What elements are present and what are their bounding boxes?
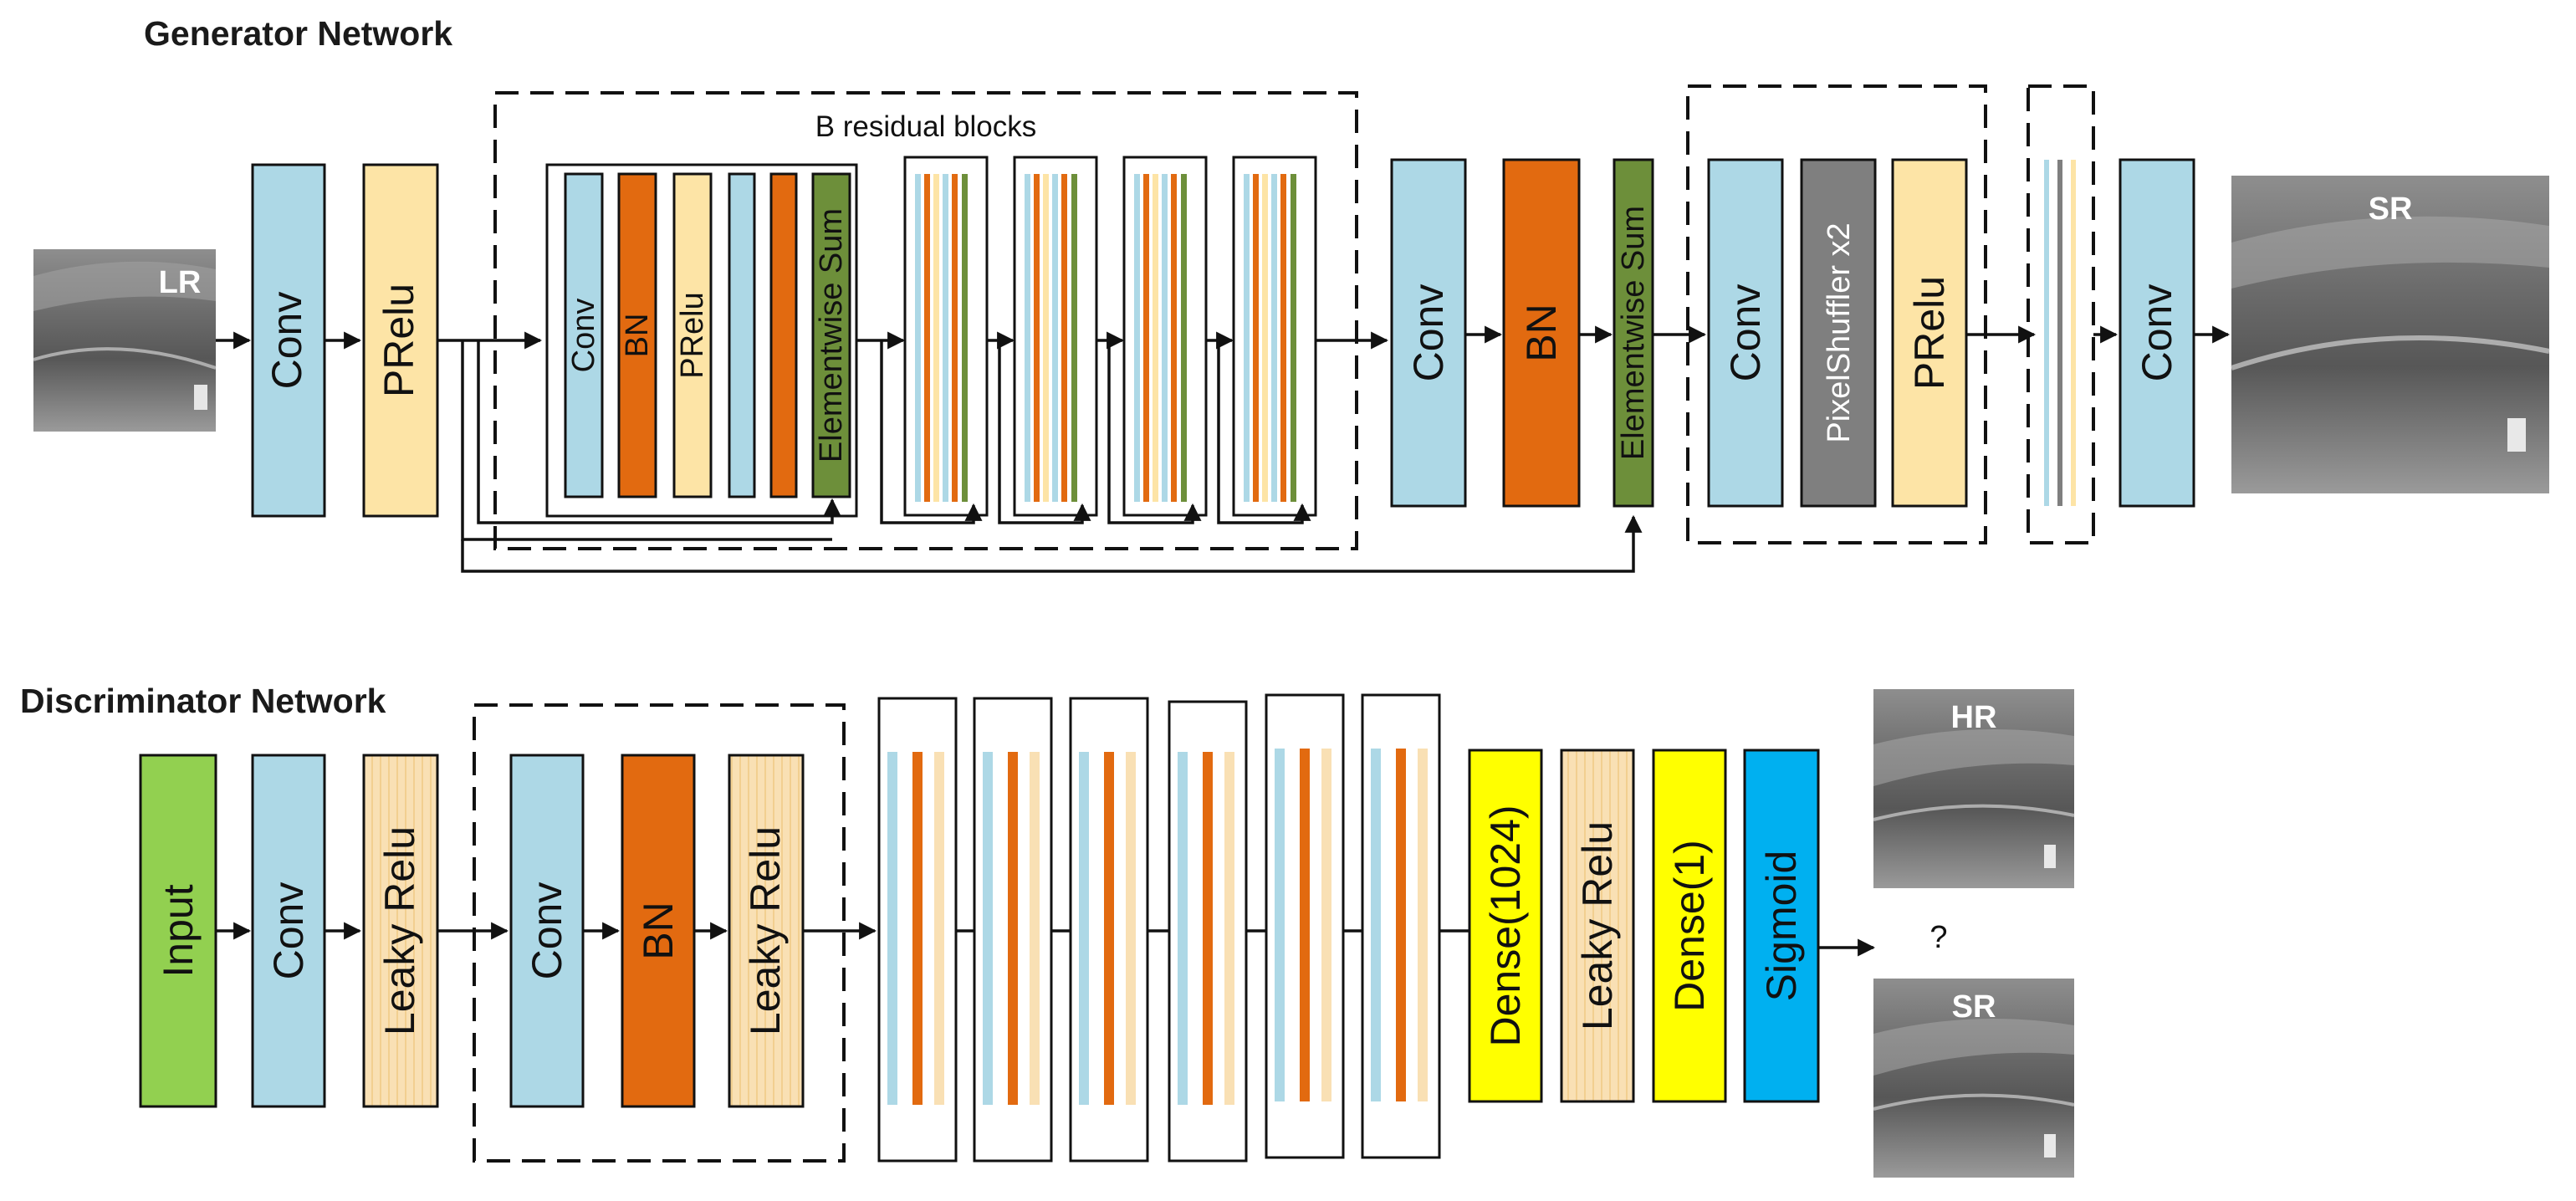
sr-label: SR (2369, 192, 2413, 227)
residual-block-5 (1232, 156, 1317, 517)
disc-compact-block-4 (1168, 700, 1248, 1163)
res-conv-label: Conv (566, 299, 601, 373)
gen-elementwise-sum-label: Elementwise Sum (1616, 206, 1651, 460)
residual-block-4 (1122, 156, 1208, 517)
disc-leaky-relu-1-label: Leaky Relu (376, 826, 423, 1035)
disc-dense-1024 (1468, 749, 1543, 1103)
gen-conv-2-label: Conv (1405, 284, 1452, 382)
disc-compact-block-3 (1069, 697, 1149, 1163)
disc-input-label: Input (155, 884, 202, 977)
disc-blk-conv-label: Conv (524, 882, 570, 980)
gen-conv-2 (1390, 158, 1467, 508)
up-prelu (1891, 158, 1968, 508)
disc-blk-bn-label: BN (635, 902, 682, 959)
question-mark: ? (1929, 920, 1947, 955)
disc-block-group (473, 703, 846, 1163)
pixel-shuffler-label: PixelShuffler x2 (1822, 222, 1857, 442)
lr-label: LR (159, 265, 202, 300)
disc-blk-bn (621, 754, 696, 1108)
generator-title: Generator Network (144, 14, 452, 53)
disc-blk-leaky-relu-label: Leaky Relu (742, 826, 789, 1035)
disc-compact-block-2 (973, 697, 1053, 1163)
hr-label: HR (1951, 700, 1997, 735)
disc-conv (251, 754, 326, 1108)
res-elementwise-sum (811, 172, 851, 498)
res-bn (617, 172, 657, 498)
disc-leaky-relu-2 (1560, 749, 1635, 1103)
disc-compact-block-6 (1361, 693, 1441, 1159)
up-prelu-label: PRelu (1906, 276, 1953, 390)
up-conv (1707, 158, 1784, 508)
disc-compact-block-5 (1265, 693, 1345, 1159)
hr-image: HR (1873, 689, 2075, 888)
upsample-compact-bars (2044, 160, 2076, 506)
disc-dense-1-label: Dense(1) (1666, 840, 1713, 1012)
residual-block-3 (1013, 156, 1098, 517)
residual-block-2 (903, 156, 989, 517)
gen-final-conv-label: Conv (2134, 284, 2180, 382)
disc-conv-label: Conv (265, 882, 312, 980)
res-elementwise-sum-label: Elementwise Sum (814, 208, 849, 463)
gen-conv-1 (251, 163, 326, 518)
disc-dense-1 (1652, 749, 1727, 1103)
disc-sigmoid-label: Sigmoid (1758, 851, 1805, 1002)
sr-image-discriminator: SR (1873, 979, 2075, 1178)
gen-bn-2-label: BN (1518, 304, 1565, 361)
up-conv-label: Conv (1722, 284, 1769, 382)
disc-compact-block-1 (877, 697, 958, 1163)
disc-leaky-relu-1 (362, 754, 439, 1108)
lr-image: LR (33, 249, 217, 432)
sr-image: SR (2231, 176, 2550, 493)
disc-dense-1024-label: Dense(1024) (1482, 805, 1529, 1046)
gen-prelu-1-label: PRelu (376, 284, 422, 397)
sr-label-discriminator: SR (1952, 989, 1996, 1025)
disc-blk-conv (509, 754, 585, 1108)
res-prelu (672, 172, 713, 498)
residual-blocks-group (493, 91, 1358, 550)
res-bn-label: BN (620, 314, 655, 358)
pixel-shuffler (1800, 158, 1877, 508)
res-prelu-label: PRelu (675, 292, 710, 379)
res-bn-2 (769, 172, 798, 498)
disc-leaky-relu-2-label: Leaky Relu (1574, 821, 1621, 1030)
disc-sigmoid (1743, 749, 1820, 1103)
gen-final-conv (2119, 158, 2195, 508)
upsample-group-compact (2027, 84, 2095, 544)
res-conv (564, 172, 604, 498)
discriminator-title: Discriminator Network (20, 682, 386, 720)
res-conv-2 (728, 172, 756, 498)
gen-conv-1-label: Conv (263, 292, 310, 390)
gen-prelu-1 (362, 163, 439, 518)
residual-blocks-label: B residual blocks (815, 110, 1037, 143)
disc-input (139, 754, 217, 1108)
gen-elementwise-sum (1613, 158, 1654, 508)
gen-bn-2 (1502, 158, 1581, 508)
upsample-group (1686, 84, 1987, 544)
